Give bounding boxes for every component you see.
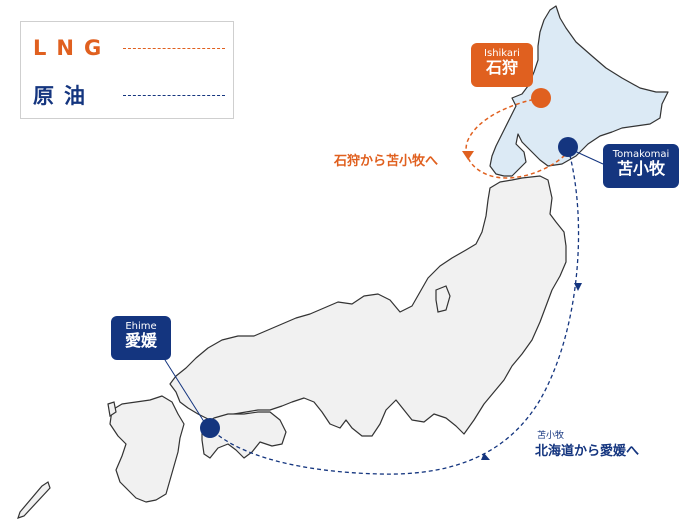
crude-route-arrow-2 <box>481 453 490 460</box>
ishikari-jp-label: 石狩 <box>485 58 518 77</box>
legend-crude-line <box>123 94 225 96</box>
legend-lng-line <box>123 47 225 49</box>
hokkaido-island <box>489 5 669 177</box>
ishikari-marker <box>531 88 551 108</box>
crude-route-label-small: 苫小牧 <box>537 431 565 441</box>
tomakomai-badge: Tomakomai 苫小牧 <box>603 144 679 188</box>
legend-box: LNG 原油 <box>20 21 234 119</box>
legend-lng: LNG <box>33 33 225 63</box>
tanegashima-island <box>17 481 51 519</box>
tomakomai-en-label: Tomakomai <box>612 149 670 160</box>
sado-island <box>435 285 451 313</box>
legend-crude-label: 原油 <box>33 84 95 108</box>
ishikari-en-label: Ishikari <box>484 48 520 59</box>
ehime-jp-label: 愛媛 <box>124 331 157 350</box>
kyushu-island <box>109 395 185 503</box>
tomakomai-marker <box>558 137 578 157</box>
crude-route-line <box>211 147 580 475</box>
tomakomai-jp-label: 苫小牧 <box>616 159 665 178</box>
shikoku-island <box>201 411 287 459</box>
lng-route-label: 石狩から苫小牧へ <box>334 154 439 169</box>
ehime-badge: Ehime 愛媛 <box>111 316 171 360</box>
tsushima-island <box>107 401 117 418</box>
lng-route-arrow <box>462 151 474 160</box>
ehime-leader-line <box>164 359 209 429</box>
honshu-island <box>169 175 567 437</box>
ehime-en-label: Ehime <box>125 321 157 332</box>
legend-crude: 原油 <box>33 80 225 110</box>
lng-route-line <box>465 97 571 179</box>
ishikari-badge: Ishikari 石狩 <box>471 43 533 87</box>
ehime-marker <box>200 418 220 438</box>
crude-route-arrow-1 <box>574 283 582 291</box>
legend-lng-label: LNG <box>33 36 112 60</box>
crude-route-label-main: 北海道から愛媛へ <box>535 444 640 459</box>
